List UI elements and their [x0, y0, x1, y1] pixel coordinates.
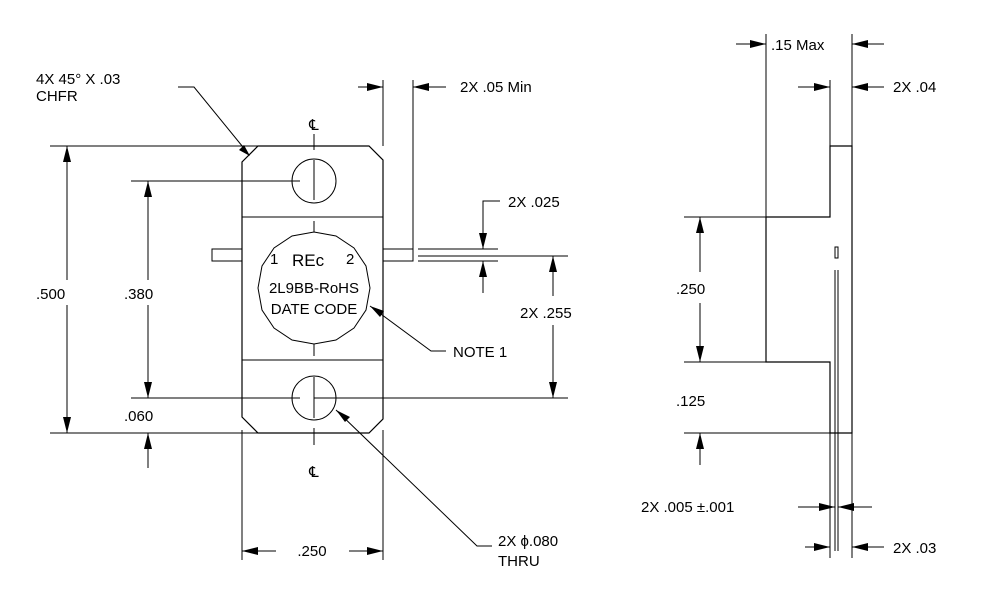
dim-side-lead-thickness: 2X .005 ±.001 — [641, 499, 734, 516]
front-dimensions: 4X 45° X .03 CHFR .500 .380 .060 .250 — [36, 71, 572, 570]
marking-date-code: DATE CODE — [271, 301, 357, 318]
package-outline — [241, 145, 384, 434]
dim-side-lead-offset: 2X .04 — [893, 79, 936, 96]
dim-chamfer-line1: 4X 45° X .03 — [36, 71, 120, 88]
dim-lead-thickness: 2X .025 — [508, 194, 560, 211]
dim-side-lead-width: 2X .03 — [893, 540, 936, 557]
dim-lead-length: 2X .05 Min — [460, 79, 532, 96]
side-view — [765, 145, 853, 551]
side-dimensions: .15 Max 2X .04 .250 .125 2X .005 ±.001 — [641, 34, 936, 558]
dim-body-width: .250 — [297, 543, 326, 560]
side-lead-slot — [834, 246, 839, 259]
dim-hole-diameter-line2: THRU — [498, 553, 540, 570]
dim-side-height-upper: .250 — [676, 281, 705, 298]
dim-hole-spacing: .380 — [124, 286, 153, 303]
centerline-symbol-bottom: ℄ — [308, 464, 319, 481]
dim-chamfer-line2: CHFR — [36, 88, 78, 105]
marking-part-number: 2L9BB-RoHS — [269, 280, 359, 297]
dim-hole-diameter-line1: 2X ϕ.080 — [498, 533, 558, 550]
centerline-symbol-top: ℄ — [308, 117, 319, 134]
side-body-profile — [765, 145, 853, 434]
lead-left — [211, 248, 243, 262]
dim-lead-height: 2X .255 — [520, 305, 572, 322]
dim-hole-offset: .060 — [124, 408, 153, 425]
lead-right — [382, 248, 414, 262]
dim-side-max: .15 Max — [771, 37, 825, 54]
marking-pin-right: 2 — [346, 251, 354, 268]
marking-logo: REc — [292, 251, 325, 270]
dim-note: NOTE 1 — [453, 344, 507, 361]
dim-side-height-lower: .125 — [676, 393, 705, 410]
front-view: 1 REc 2 2L9BB-RoHS DATE CODE ℄ ℄ — [211, 117, 414, 481]
dim-overall-height: .500 — [36, 286, 65, 303]
marking-pin-left: 1 — [270, 251, 278, 268]
